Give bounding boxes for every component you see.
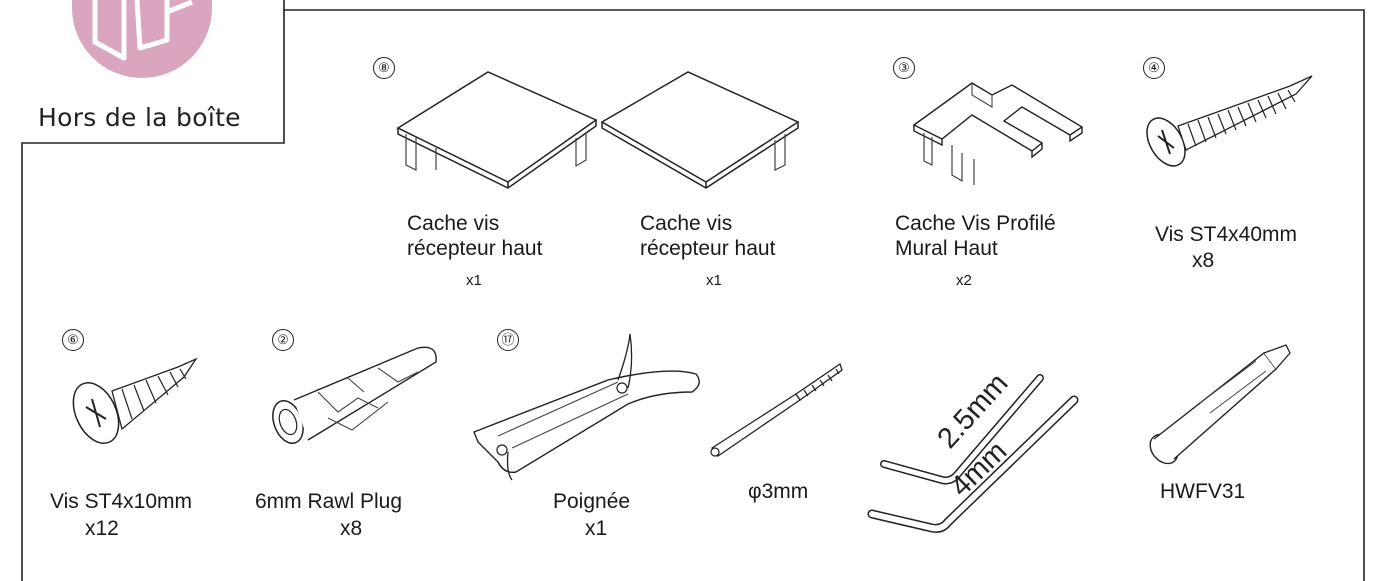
wall-plug-icon <box>272 346 437 444</box>
handle-icon <box>473 333 700 481</box>
wall-profile-cap-icon <box>912 82 1084 185</box>
item-quantity: x2 <box>956 272 972 289</box>
top-cover-cap-icon <box>600 71 800 189</box>
item-label: Vis ST4x10mm <box>50 490 192 513</box>
part-number-8: ⑧ <box>373 57 395 79</box>
long-screw-icon <box>1146 75 1313 167</box>
drill-bit-icon <box>710 362 843 457</box>
short-screw-icon <box>72 357 198 444</box>
item-quantity: x1 <box>706 272 722 289</box>
box-badge-icon <box>72 0 212 78</box>
part-number-2: ② <box>272 329 294 351</box>
item-label: φ3mm <box>748 480 809 503</box>
part-number-3: ③ <box>893 57 915 79</box>
item-quantity: x8 <box>340 517 363 540</box>
item-label: Vis ST4x40mm <box>1155 223 1297 246</box>
item-quantity: x1 <box>466 272 482 289</box>
part-number-6: ⑥ <box>62 329 84 351</box>
part-number-4: ④ <box>1143 57 1165 79</box>
item-quantity: x12 <box>85 517 119 540</box>
hex-keys-icon: 2.5mm 4mm <box>867 367 1079 533</box>
part-number-17: ⑰ <box>497 329 519 351</box>
hwfv31-tool-icon <box>1149 344 1291 465</box>
item-label: HWFV31 <box>1160 480 1246 503</box>
top-cover-cap-icon <box>396 71 598 189</box>
item-label: Poignée <box>553 490 631 513</box>
item-quantity: x1 <box>585 517 608 540</box>
item-quantity: x8 <box>1192 249 1215 272</box>
item-label: 6mm Rawl Plug <box>255 490 403 513</box>
page-title: Hors de la boîte <box>38 103 241 132</box>
hex-key-size-label: 2.5mm <box>931 367 1014 454</box>
